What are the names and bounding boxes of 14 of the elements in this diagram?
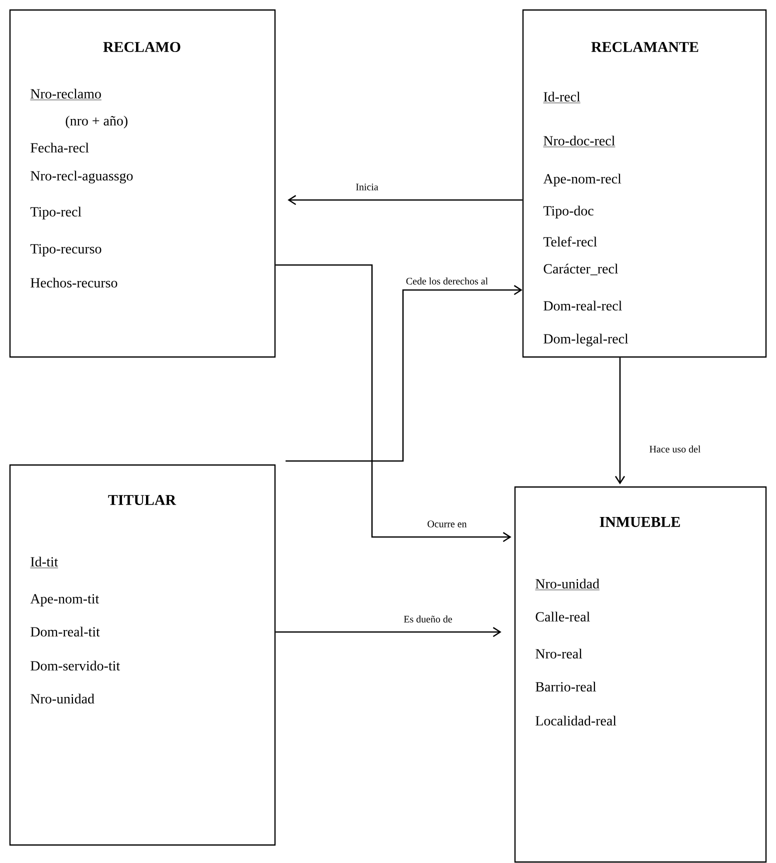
entity-box: RECLAMO Nro-reclamo (nro + año) Fecha-recl Nro-recl-aguassgo Tipo-recl Tipo-recurso Hechos-recurso xyxy=(9,9,276,358)
entity-box: RECLAMANTE Id-recl Nro-doc-recl Ape-nom-recl Tipo-doc Telef-recl Carácter_recl Dom-real-recl Dom-legal-recl xyxy=(522,9,767,358)
edge-label: Cede los derechos al xyxy=(404,276,490,286)
edge-label: Inicia xyxy=(354,182,380,192)
entity-box: TITULAR Id-tit Ape-nom-tit Dom-real-tit Dom-servido-tit Nro-unidad xyxy=(9,464,276,846)
arrow xyxy=(288,194,522,206)
edge-label: Ocurre en xyxy=(426,520,468,528)
arrow xyxy=(276,626,502,638)
edge-label: Hace uso del xyxy=(648,444,702,454)
arrow xyxy=(614,358,626,484)
arrow xyxy=(286,284,522,462)
arrow xyxy=(276,264,512,542)
entity-box: INMUEBLE Nro-unidad Calle-real Nro-real Barrio-real Localidad-real xyxy=(514,486,767,863)
edge-label: Es dueño de xyxy=(402,614,454,624)
